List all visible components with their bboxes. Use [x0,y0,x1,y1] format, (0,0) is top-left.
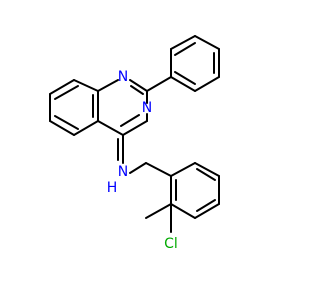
atom-h-amine: H [107,180,118,196]
bond [170,35,196,50]
bond [97,79,119,92]
pyrimidine-ring [97,79,148,136]
bond [73,79,99,92]
bond [194,35,220,50]
bond [196,199,216,212]
bond [145,162,172,177]
bond [129,79,148,92]
bond [196,168,216,181]
bond [49,120,75,136]
methyl-bond [145,203,172,219]
phenyl-ring [146,35,220,92]
bond [130,85,144,95]
bond [194,162,220,177]
bond [170,76,196,92]
bond [194,76,220,92]
bond [170,162,196,177]
bond [194,203,220,219]
benzo-ring [49,79,99,136]
atom-n-amine: N [118,164,128,180]
bond [122,120,148,136]
bond [129,162,147,174]
bond [97,120,124,136]
molecule-diagram: N N N H Cl [49,35,220,252]
bond [174,42,196,56]
atom-cl: Cl [164,236,178,252]
bond [120,114,140,127]
bond [170,203,196,219]
bond [146,76,172,92]
bond [73,120,99,136]
chloromethylphenyl-ring [145,162,220,219]
bond [49,79,75,95]
bond [54,115,79,130]
bond [54,85,79,100]
atom-n3: N [142,100,152,116]
atom-n1: N [118,69,128,85]
bond [174,71,196,85]
